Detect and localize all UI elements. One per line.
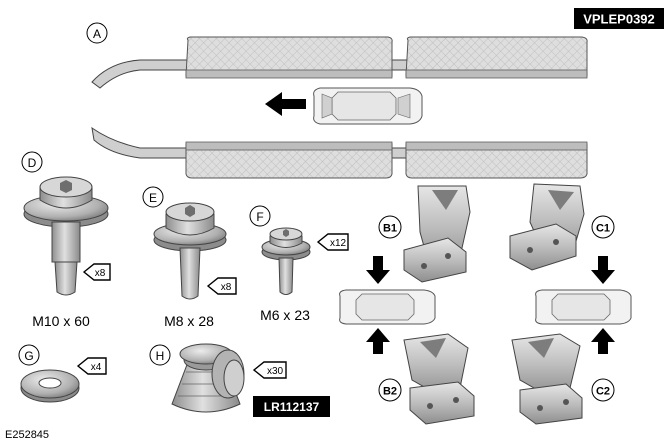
washer xyxy=(20,369,80,403)
part-number-label: LR112137 xyxy=(253,396,330,417)
callout-d: D xyxy=(21,151,43,173)
qty-badge-d: x8 xyxy=(82,263,111,281)
figure-id: E252845 xyxy=(5,429,49,441)
size-label-e: M8 x 28 xyxy=(164,313,214,329)
running-boards-assembly xyxy=(91,36,588,179)
svg-text:F: F xyxy=(256,210,263,224)
svg-text:B1: B1 xyxy=(383,223,397,235)
front-direction-arrow xyxy=(265,92,306,116)
svg-text:C2: C2 xyxy=(596,386,610,398)
qty-badge-e: x8 xyxy=(206,277,237,295)
arrow-down-right-car xyxy=(591,256,615,284)
qty-text-g: x4 xyxy=(91,362,102,373)
callout-b2: B2 xyxy=(378,378,402,402)
callout-f: F xyxy=(249,205,271,227)
running-board-lower xyxy=(91,126,588,179)
bracket-c1 xyxy=(509,183,585,271)
document-code-text: VPLEP0392 xyxy=(583,12,655,27)
svg-text:H: H xyxy=(156,349,165,363)
push-clip xyxy=(171,343,245,413)
size-label-f: M6 x 23 xyxy=(260,307,310,323)
svg-text:E: E xyxy=(149,191,157,205)
vehicle-top-view-right xyxy=(535,289,632,325)
callout-c2: C2 xyxy=(591,378,615,402)
svg-text:C1: C1 xyxy=(596,223,610,235)
qty-badge-h: x30 xyxy=(252,361,287,379)
arrow-up-right-car xyxy=(591,328,615,354)
bolt-m6x23 xyxy=(261,227,311,295)
svg-text:G: G xyxy=(24,349,33,363)
callout-b1: B1 xyxy=(378,215,402,239)
callout-e: E xyxy=(142,186,164,208)
bolt-m10x60 xyxy=(23,176,109,296)
vehicle-top-view-left xyxy=(339,289,436,325)
callout-g: G xyxy=(18,344,40,366)
qty-text-e: x8 xyxy=(221,282,232,293)
bracket-b2 xyxy=(403,333,475,425)
qty-badge-f: x12 xyxy=(316,233,349,251)
bracket-c2 xyxy=(511,333,583,425)
arrow-up-left-car xyxy=(366,328,390,354)
callout-h: H xyxy=(149,344,171,366)
running-board-upper xyxy=(91,36,588,89)
qty-badge-g: x4 xyxy=(76,357,107,375)
arrow-down-left-car xyxy=(366,256,390,284)
document-code-label: VPLEP0392 xyxy=(574,8,664,29)
size-label-d: M10 x 60 xyxy=(32,313,90,329)
qty-text-d: x8 xyxy=(95,268,106,279)
callout-a: A xyxy=(86,22,108,44)
bracket-b1 xyxy=(403,185,471,283)
svg-text:A: A xyxy=(93,27,101,41)
qty-text-h: x30 xyxy=(267,366,284,377)
vehicle-top-view xyxy=(313,87,423,125)
bolt-m8x28 xyxy=(153,202,227,300)
svg-text:B2: B2 xyxy=(383,386,397,398)
qty-text-f: x12 xyxy=(330,238,347,249)
svg-text:D: D xyxy=(28,156,37,170)
callout-c1: C1 xyxy=(591,215,615,239)
part-number-text: LR112137 xyxy=(264,400,320,414)
